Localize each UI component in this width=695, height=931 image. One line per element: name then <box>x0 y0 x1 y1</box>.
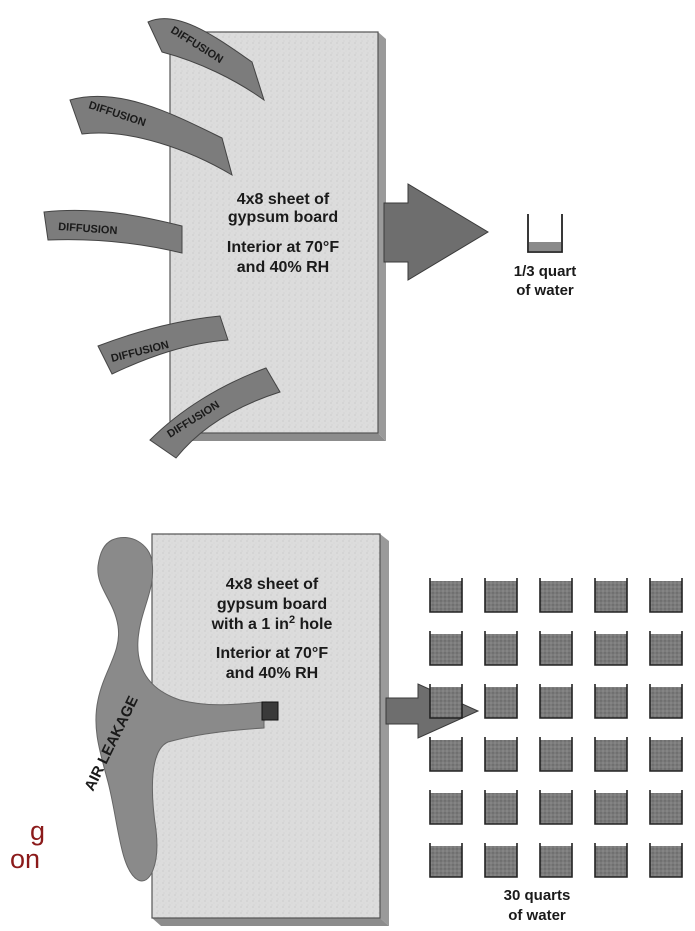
board-text-part: with a 1 in <box>211 616 289 633</box>
bottom-result-text: 30 quarts <box>504 887 571 904</box>
water-container <box>484 790 518 825</box>
top-panel: DIFFUSION DIFFUSION DIFFUSION DIFFUSION … <box>43 18 577 459</box>
board-text-line: gypsum board <box>217 596 327 613</box>
diffusion-band-3: DIFFUSION <box>43 209 183 254</box>
water-container <box>539 843 573 878</box>
top-water-container <box>527 214 563 253</box>
superscript: 2 <box>289 614 295 626</box>
board-text-line: and 40% RH <box>226 665 318 682</box>
board-text-line: with a 1 in2 hole <box>211 614 333 633</box>
water-container <box>649 684 683 719</box>
board-text-line: gypsum board <box>228 209 338 226</box>
water-container <box>484 684 518 719</box>
water-container <box>484 631 518 666</box>
water-container <box>539 684 573 719</box>
bottom-result-text: of water <box>508 907 566 924</box>
water-container <box>594 843 628 878</box>
top-result-text: 1/3 quart <box>514 263 577 280</box>
water-container <box>649 737 683 772</box>
water-container <box>649 631 683 666</box>
water-container <box>594 684 628 719</box>
board-text-line: Interior at 70°F <box>216 645 328 662</box>
water-container <box>649 578 683 613</box>
board-text-line: 4x8 sheet of <box>237 191 330 208</box>
diffusion-band-4: DIFFUSION <box>97 315 229 375</box>
top-board-text: 4x8 sheet of gypsum board Interior at 70… <box>227 191 339 276</box>
bottom-panel: AIR LEAKAGE 4x8 sheet of gypsum board wi… <box>81 533 683 926</box>
water-container <box>539 790 573 825</box>
water-container <box>649 790 683 825</box>
water-container <box>484 737 518 772</box>
board-text-line: and 40% RH <box>237 259 329 276</box>
water-container <box>429 631 463 666</box>
water-container <box>429 578 463 613</box>
board-text-part: hole <box>295 616 332 633</box>
water-container <box>484 843 518 878</box>
air-leakage-plume <box>95 537 265 882</box>
board-text-line: Interior at 70°F <box>227 239 339 256</box>
water-container <box>429 737 463 772</box>
diffusion-label: DIFFUSION <box>58 221 118 237</box>
cut-off-text: g <box>30 816 46 846</box>
board-text-line: 4x8 sheet of <box>226 576 319 593</box>
top-result-text: of water <box>516 282 574 299</box>
water-container-grid <box>429 578 683 878</box>
water-container <box>649 843 683 878</box>
top-output-arrow <box>383 183 489 281</box>
water-container <box>594 631 628 666</box>
water-container <box>484 578 518 613</box>
bottom-board-text: 4x8 sheet of gypsum board with a 1 in2 h… <box>211 576 333 682</box>
cut-off-text: on <box>10 844 41 874</box>
water-container <box>539 737 573 772</box>
water-container <box>429 790 463 825</box>
hole <box>261 701 279 721</box>
water-container <box>594 737 628 772</box>
water-container <box>429 684 463 719</box>
diffusion-band-2: DIFFUSION <box>69 95 233 177</box>
top-gypsum-board <box>169 31 386 441</box>
water-container <box>539 631 573 666</box>
water-container <box>594 578 628 613</box>
water-container <box>429 843 463 878</box>
water-container <box>594 790 628 825</box>
water-container <box>539 578 573 613</box>
